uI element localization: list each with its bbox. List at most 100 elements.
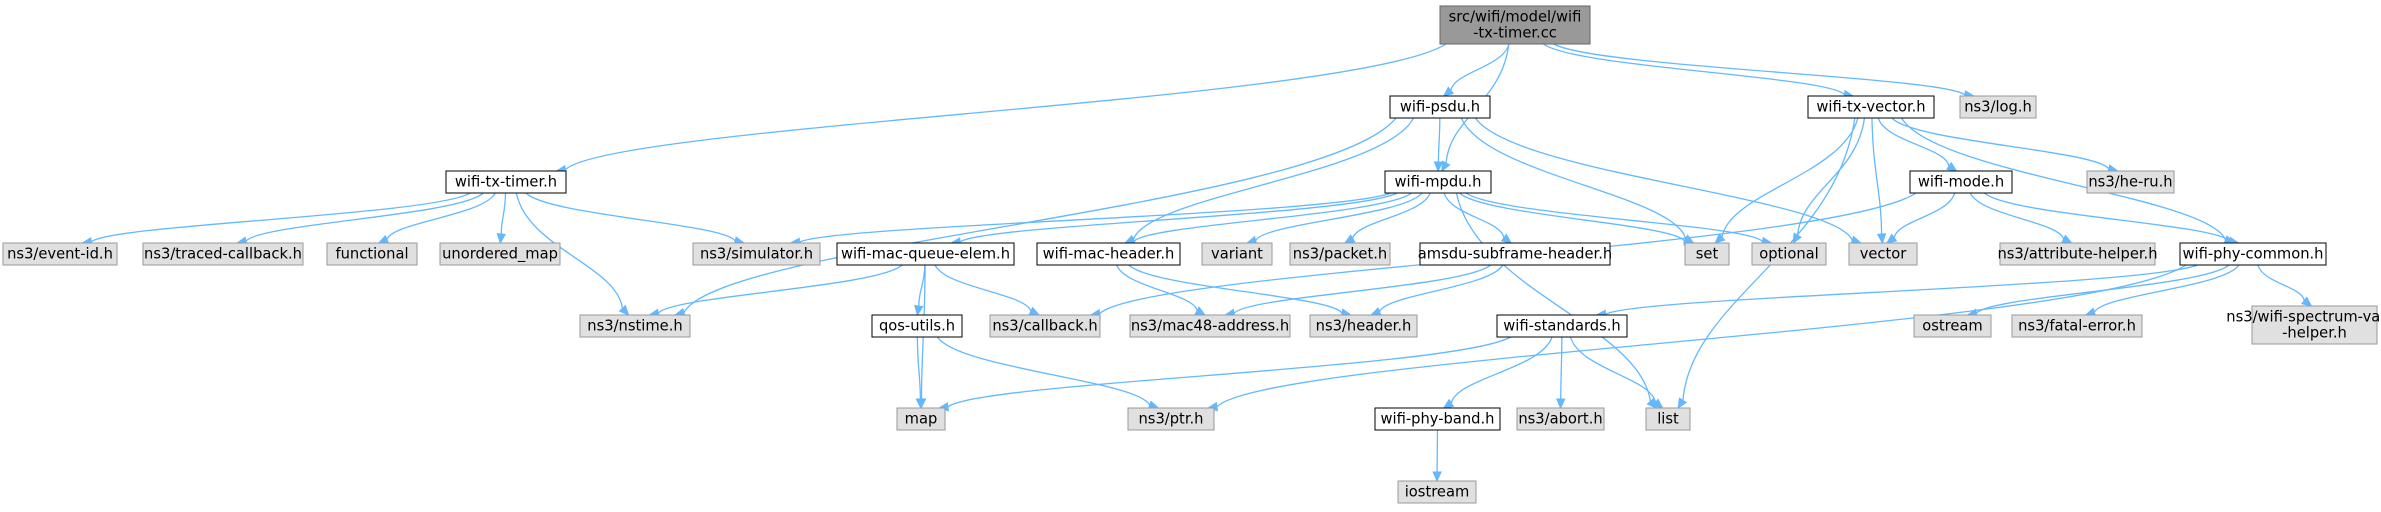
edge-mpdu-to-amsdu <box>1443 192 1505 238</box>
node-variant-box <box>1201 242 1273 266</box>
arrowhead-mpdu-to-amsdu <box>1500 233 1513 244</box>
edge-txtimer-to-nstime <box>515 192 624 309</box>
node-mpdu-box <box>1384 170 1492 194</box>
arrowhead-phycommon-to-spectrum <box>2300 296 2313 307</box>
node-ptr: ns3/ptr.h <box>1127 407 1215 431</box>
arrowhead-txvector-to-mode <box>1945 161 1958 172</box>
edge-txtimer-to-eventid <box>90 192 471 243</box>
arrowhead-txtimer-to-nstime <box>618 304 630 316</box>
node-macheader[interactable]: wifi-mac-header.h <box>1036 242 1181 266</box>
node-set-label-0: set <box>1696 246 1719 263</box>
node-list-label-0: list <box>1657 411 1679 428</box>
node-standards[interactable]: wifi-standards.h <box>1496 314 1628 338</box>
edge-txtimer-to-tracedcb <box>245 192 484 242</box>
edge-psdu-to-nstime <box>683 117 1397 313</box>
node-txtimer[interactable]: wifi-tx-timer.h <box>445 170 567 194</box>
edge-root-to-psdu <box>1450 43 1510 91</box>
edge-phycommon-to-ptr <box>1216 264 2187 408</box>
node-heru-box <box>2086 170 2175 194</box>
node-phyband-label-0: wifi-phy-band.h <box>1381 411 1495 428</box>
node-psdu[interactable]: wifi-psdu.h <box>1389 95 1491 119</box>
node-heru-label-0: ns3/he-ru.h <box>2088 174 2172 191</box>
node-qosutils-label-0: qos-utils.h <box>879 318 955 335</box>
node-map-label-0: map <box>905 411 938 428</box>
node-mode-box <box>1909 170 2013 194</box>
arrowhead-queueelem-to-callback <box>1028 306 1041 316</box>
edges-layer <box>81 43 2313 483</box>
node-psdu-box <box>1389 95 1491 119</box>
edge-txvector-to-phycommon <box>1901 117 2227 241</box>
node-mac48-label-0: ns3/mac48-address.h <box>1131 318 1289 335</box>
node-eventid-label-0: ns3/event-id.h <box>7 246 113 263</box>
node-amsdu[interactable]: amsdu-subframe-header.h <box>1418 242 1612 266</box>
edge-mpdu-to-variant <box>1255 192 1423 241</box>
node-qosutils[interactable]: qos-utils.h <box>871 314 963 338</box>
edge-macheader-to-mac48 <box>1116 264 1198 311</box>
edge-txtimer-to-simulator <box>525 192 736 242</box>
arrowhead-txtimer-to-functional <box>377 234 390 244</box>
node-fatalerror-label-0: ns3/fatal-error.h <box>2018 318 2136 335</box>
arrowhead-mode-to-attrhelper <box>2061 234 2073 244</box>
node-vector-label-0: vector <box>1860 246 1908 263</box>
node-log-label-0: ns3/log.h <box>1964 99 2032 116</box>
node-nstime: ns3/nstime.h <box>579 314 691 338</box>
node-abort-box <box>1516 407 1605 431</box>
node-psdu-label-0: wifi-psdu.h <box>1400 99 1480 116</box>
node-queueelem[interactable]: wifi-mac-queue-elem.h <box>836 242 1015 266</box>
node-vector: vector <box>1848 242 1918 266</box>
edge-standards-to-abort <box>1560 336 1563 400</box>
node-qosutils-box <box>871 314 963 338</box>
node-macheader-label-0: wifi-mac-header.h <box>1043 246 1175 263</box>
node-abort-label-0: ns3/abort.h <box>1518 411 1602 428</box>
node-umap-box <box>439 242 561 266</box>
node-mode[interactable]: wifi-mode.h <box>1909 170 2013 194</box>
node-spectrum-label-1: -helper.h <box>2282 325 2347 342</box>
node-spectrum: ns3/wifi-spectrum-value-helper.h <box>2226 305 2381 345</box>
node-mac48: ns3/mac48-address.h <box>1129 314 1291 338</box>
arrowhead-standards-to-phyband <box>1442 398 1455 409</box>
node-simulator-label-0: ns3/simulator.h <box>700 246 813 263</box>
edge-mpdu-to-optional <box>1465 192 1764 243</box>
node-functional-label-0: functional <box>335 246 408 263</box>
edge-txvector-to-list <box>1682 117 1856 401</box>
node-phycommon[interactable]: wifi-phy-common.h <box>2179 242 2327 266</box>
node-root-box <box>1439 5 1591 45</box>
node-nstime-label-0: ns3/nstime.h <box>587 318 682 335</box>
edge-root-to-log <box>1553 43 1966 96</box>
node-attrhelper-box <box>1999 242 2156 266</box>
arrowhead-qosutils-to-map <box>915 398 926 410</box>
edge-standards-to-map <box>947 336 1512 408</box>
node-simulator-box <box>692 242 821 266</box>
node-iostream: iostream <box>1397 480 1477 504</box>
node-txvector-label-0: wifi-tx-vector.h <box>1816 99 1925 116</box>
edge-qosutils-to-ptr <box>936 336 1151 406</box>
arrowhead-queueelem-to-qosutils <box>914 304 924 317</box>
node-header-box <box>1309 314 1418 338</box>
node-umap-label-0: unordered_map <box>442 246 558 263</box>
node-nstime-box <box>579 314 691 338</box>
node-root[interactable]: src/wifi/model/wifi-tx-timer.cc <box>1439 5 1591 45</box>
node-log-box <box>1959 95 2037 119</box>
node-mpdu-label-0: wifi-mpdu.h <box>1395 174 1482 191</box>
node-umap: unordered_map <box>439 242 561 266</box>
node-amsdu-label-0: amsdu-subframe-header.h <box>1418 246 1612 263</box>
node-eventid-box <box>2 242 118 266</box>
node-spectrum-box <box>2251 305 2378 345</box>
arrowhead-root-to-psdu <box>1442 86 1455 97</box>
node-attrhelper-label-0: ns3/attribute-helper.h <box>1997 246 2157 263</box>
edge-txvector-to-heru <box>1891 117 2110 170</box>
node-mpdu[interactable]: wifi-mpdu.h <box>1384 170 1492 194</box>
node-txvector[interactable]: wifi-tx-vector.h <box>1807 95 1935 119</box>
arrowhead-txtimer-to-umap <box>496 233 507 245</box>
edge-standards-to-list <box>1569 336 1657 403</box>
node-set-box <box>1684 242 1730 266</box>
node-abort: ns3/abort.h <box>1516 407 1605 431</box>
node-amsdu-box <box>1419 242 1611 266</box>
edge-txtimer-to-umap <box>500 192 507 235</box>
edge-standards-to-phyband <box>1450 336 1553 404</box>
node-list: list <box>1645 407 1691 431</box>
edge-mpdu-to-queueelem <box>959 192 1398 243</box>
node-phyband[interactable]: wifi-phy-band.h <box>1374 407 1501 431</box>
node-packet-box <box>1289 242 1391 266</box>
node-fatalerror-box <box>2011 314 2143 338</box>
